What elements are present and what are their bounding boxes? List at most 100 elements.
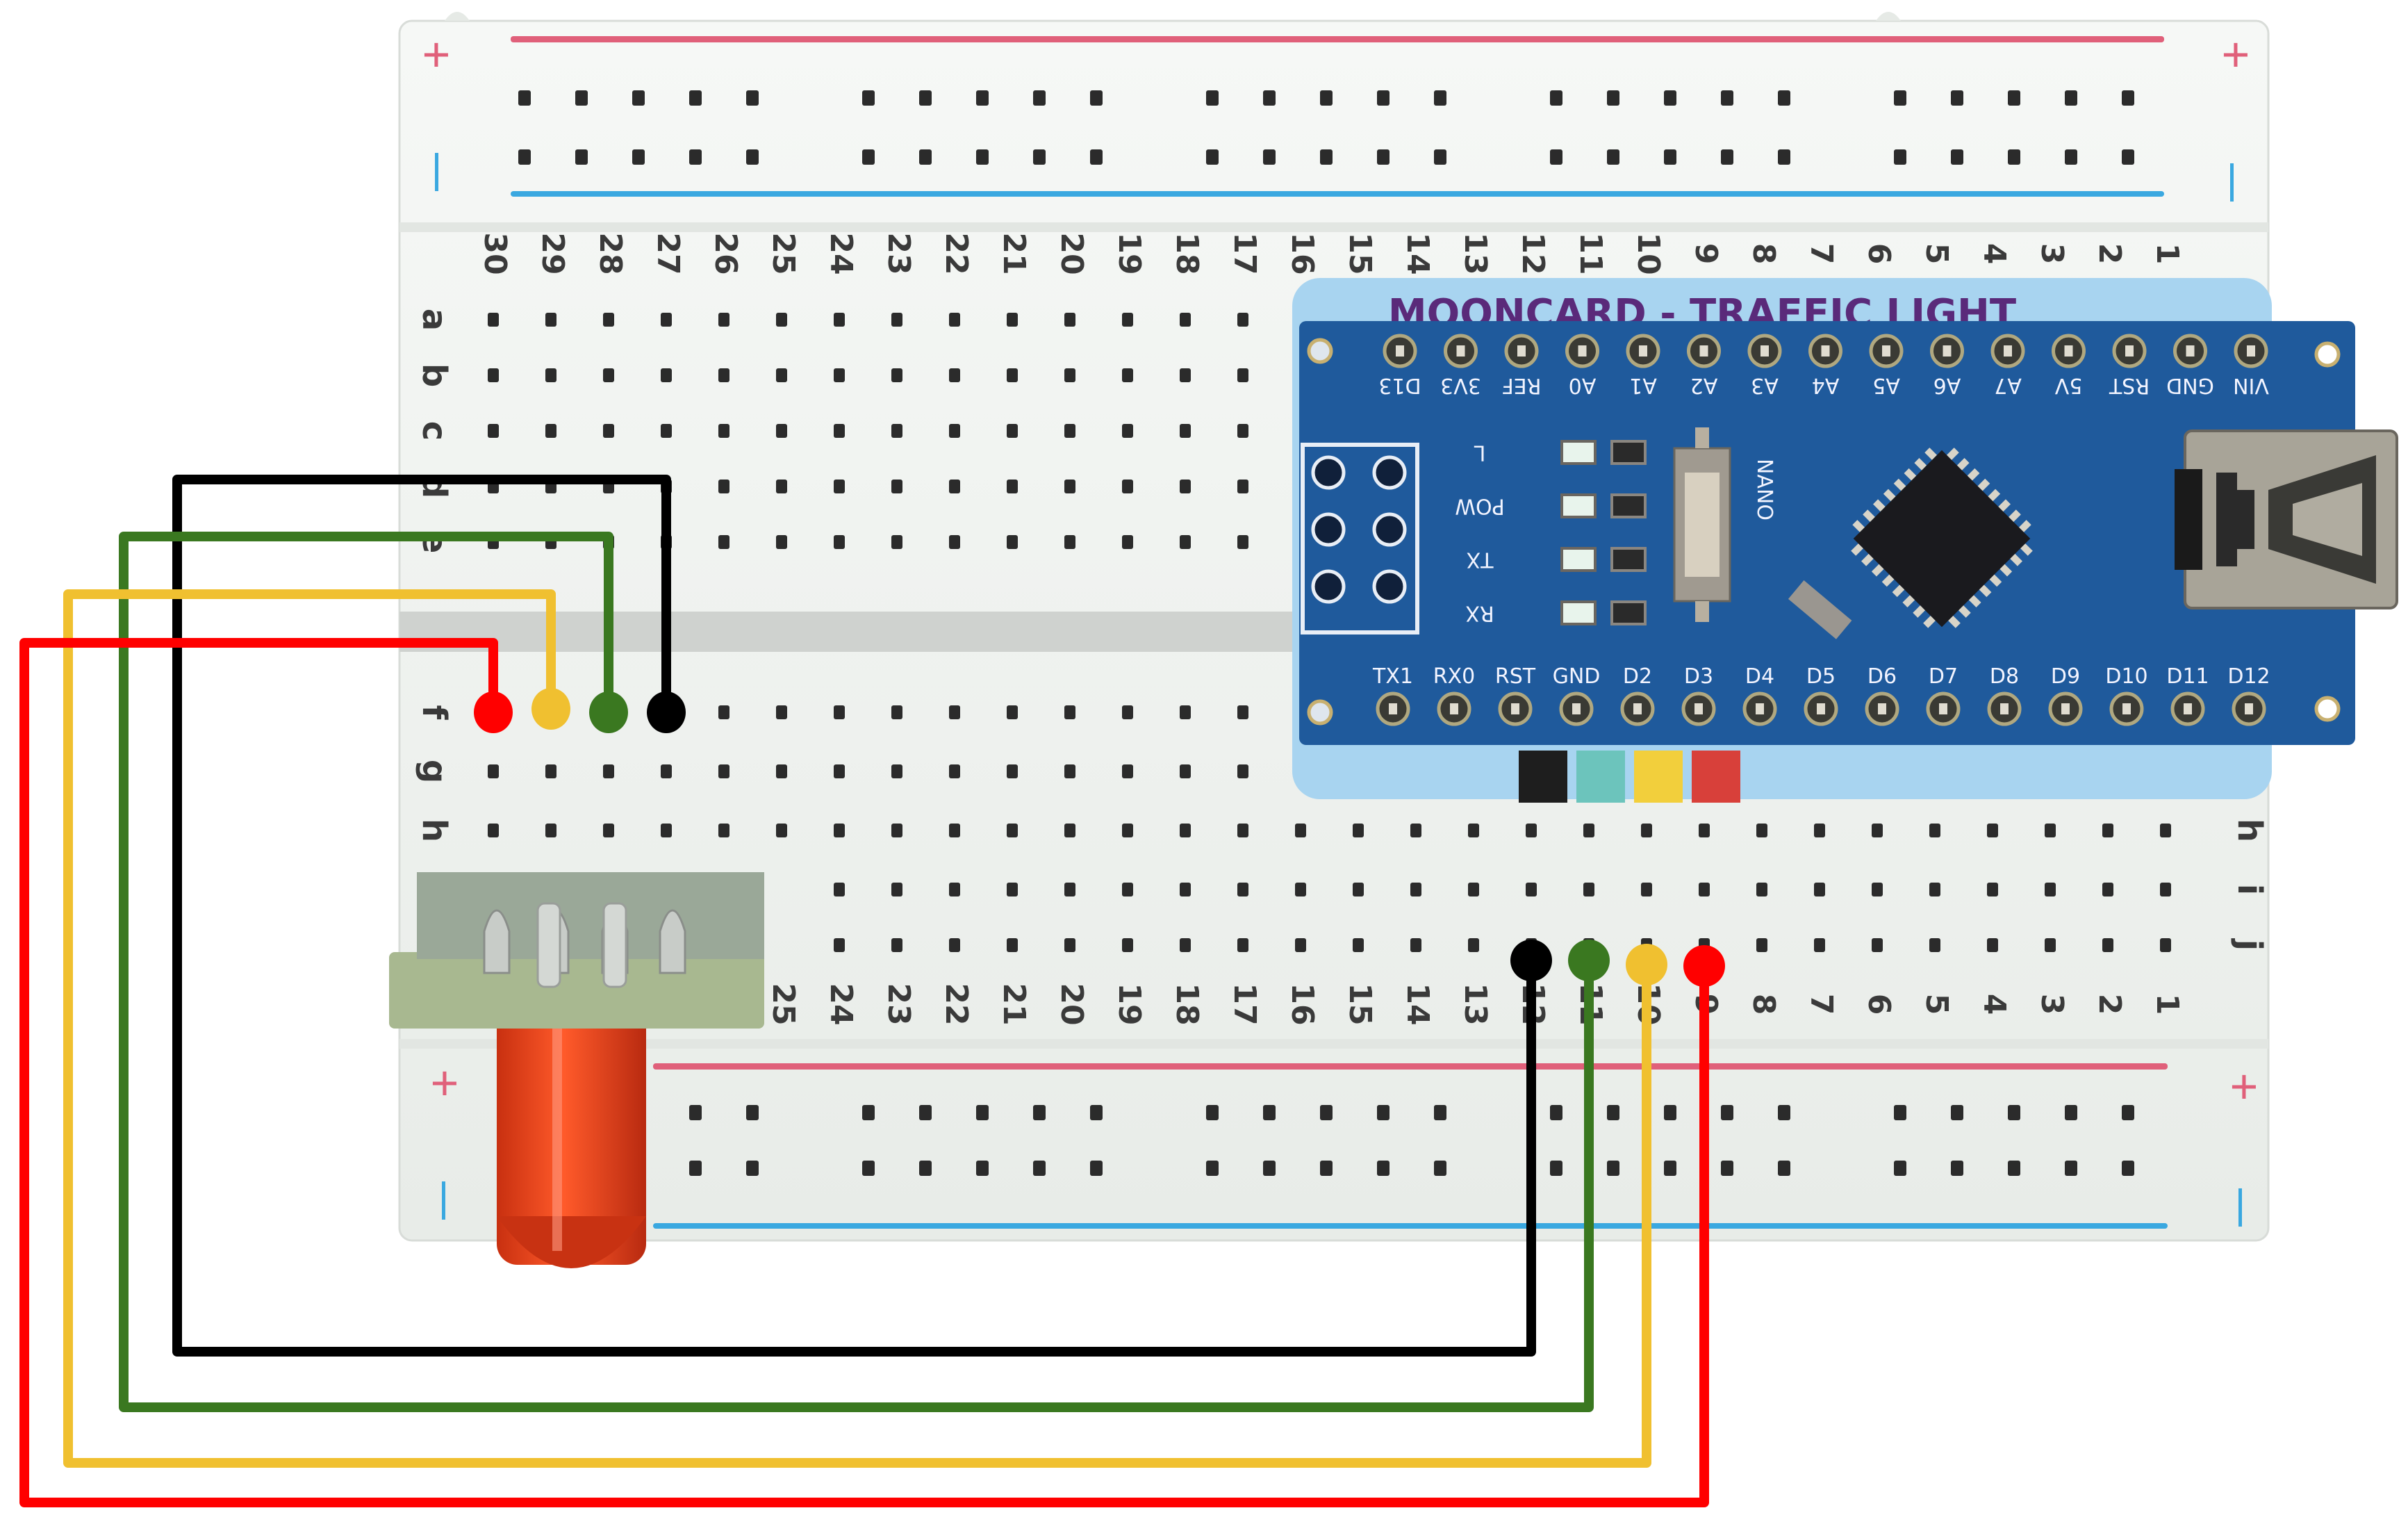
pin-label: RST: [1495, 664, 1536, 689]
rail-hole: [919, 1161, 932, 1176]
terminal-hole: [776, 705, 787, 719]
header-pin-tip: [2004, 345, 2012, 357]
rail-hole: [1320, 149, 1333, 165]
terminal-hole: [1872, 883, 1883, 896]
rail-hole: [575, 90, 588, 106]
terminal-hole: [1007, 824, 1018, 837]
terminal-hole: [661, 368, 672, 382]
column-label: 14: [1400, 232, 1435, 275]
chip-pin: [1998, 499, 2011, 512]
color-tab-black: [1519, 751, 1567, 803]
header-pin-tip: [1396, 345, 1404, 357]
terminal-hole: [1295, 938, 1306, 952]
column-label: 3: [2034, 994, 2070, 1015]
header-pin-tip: [2245, 703, 2253, 714]
terminal-hole: [1814, 824, 1825, 837]
terminal-hole: [1987, 824, 1998, 837]
row-label: f: [415, 705, 454, 721]
rail-plus-label: +: [422, 27, 451, 81]
terminal-hole: [834, 535, 845, 549]
wire-green: [119, 532, 1610, 1412]
terminal-hole: [545, 424, 556, 438]
terminal-hole: [1468, 883, 1479, 896]
rail-hole: [746, 90, 759, 106]
mini-usb-port[interactable]: [2175, 429, 2398, 609]
header-pin-tip: [2186, 345, 2195, 357]
chip-pin: [1902, 595, 1915, 607]
terminal-hole: [2102, 938, 2113, 952]
terminal-hole: [1814, 938, 1825, 952]
terminal-hole: [1180, 938, 1191, 952]
terminal-hole: [603, 368, 614, 382]
terminal-hole: [949, 535, 960, 549]
chip-pin: [1861, 553, 1874, 566]
column-label: 5: [1919, 994, 1954, 1015]
chip-pin: [1924, 448, 1937, 460]
terminal-hole: [1410, 824, 1421, 837]
rail-hole: [1721, 90, 1733, 106]
column-label: 11: [1573, 232, 1608, 275]
rail-hole: [1377, 1161, 1389, 1176]
chip-pin: [1979, 584, 1992, 598]
column-label: 24: [823, 232, 859, 275]
terminal-hole: [1007, 368, 1018, 382]
board-name-label: NANO: [1752, 459, 1776, 521]
reset-button[interactable]: [1673, 427, 1731, 622]
wire-red-endpoint-start: [474, 691, 513, 733]
terminal-hole: [891, 313, 902, 327]
rail-hole: [2008, 1161, 2020, 1176]
icsp-pin: [1311, 512, 1346, 547]
row-label: h: [415, 819, 454, 842]
rail-plus-label: +: [2230, 1059, 2259, 1113]
terminal-hole: [1064, 480, 1075, 493]
chip-pin: [1904, 468, 1917, 481]
module-board: [389, 952, 764, 1029]
terminal-hole: [1929, 883, 1940, 896]
rail-hole: [2122, 1161, 2134, 1176]
mounting-hole: [1307, 338, 1333, 364]
row-label: b: [415, 363, 454, 387]
column-label: 6: [1861, 994, 1897, 1015]
wire-red-path: [19, 638, 1709, 1507]
icsp-pin: [1372, 455, 1407, 490]
column-label: 21: [996, 232, 1032, 275]
terminal-hole: [1237, 535, 1248, 549]
terminal-hole: [2160, 883, 2171, 896]
chip-pin: [2019, 520, 2031, 532]
pin-label: D2: [1623, 664, 1652, 689]
terminal-hole: [891, 938, 902, 952]
row-label: h: [2230, 819, 2269, 842]
rail-hole: [2008, 90, 2020, 106]
rail-hole: [518, 90, 531, 106]
column-label: 3: [2034, 243, 2070, 265]
row-label: i: [2230, 884, 2269, 895]
icsp-pins: [1311, 455, 1407, 604]
terminal-hole: [1987, 883, 1998, 896]
icsp-pin: [1311, 455, 1346, 490]
bottom-minus-rail-line: [653, 1223, 2168, 1229]
rail-minus-label: [2238, 1188, 2242, 1227]
pin-label: D5: [1806, 664, 1836, 689]
terminal-hole: [1122, 424, 1133, 438]
chip-pin: [1988, 489, 2001, 502]
resistor: [1610, 547, 1647, 572]
terminal-hole: [1064, 883, 1075, 896]
terminal-hole: [1237, 480, 1248, 493]
rail-hole: [689, 1105, 702, 1120]
bottom-plus-rail-line: [653, 1063, 2168, 1070]
pcb: [1299, 321, 2355, 745]
led-tip: [497, 1216, 646, 1268]
terminal-hole: [776, 764, 787, 778]
chip-pin: [1851, 543, 1863, 556]
terminal-hole: [1180, 883, 1191, 896]
rail-hole: [1664, 1161, 1676, 1176]
led-label: RX: [1465, 601, 1494, 625]
column-label: 27: [650, 232, 686, 275]
chip-pin: [1948, 616, 1961, 628]
top-minus-rail-line: [511, 191, 2164, 197]
